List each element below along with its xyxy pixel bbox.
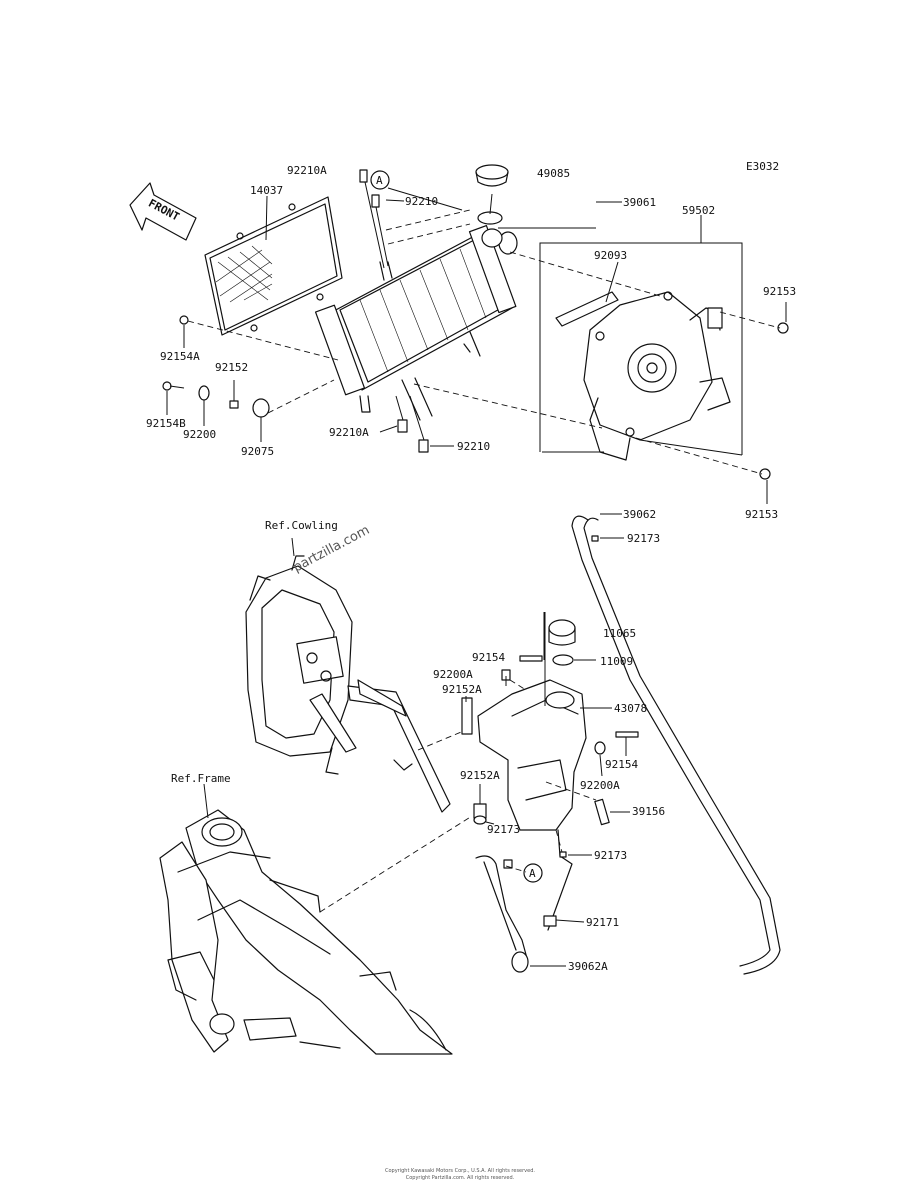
front-arrow: FRONT [129,182,197,241]
label-ref-cowling: Ref.Cowling [265,519,338,532]
footer: Copyright Kawasaki Motors Corp., U.S.A. … [250,1168,670,1182]
label-92173-top: 92173 [627,532,660,545]
radiator-guard [204,196,343,336]
frame-and-stay [159,537,473,1055]
label-92093: 92093 [594,249,627,262]
radiator-cap [475,164,509,225]
label-92210A-bot: 92210A [329,426,369,439]
label-92173-low: 92173 [594,849,627,862]
small-parts-top [162,169,789,480]
callout-a-bottom-letter: A [529,867,536,880]
part-labels: E3032 92210A 14037 92210 49085 39061 595… [146,160,796,973]
label-92171: 92171 [586,916,619,929]
callout-a-top [370,170,390,190]
label-14037: 14037 [250,184,283,197]
label-92200A-b: 92200A [580,779,620,792]
label-92173-mid: 92173 [487,823,520,836]
label-92152A-b: 92152A [460,769,500,782]
diagram-code: E3032 [746,160,779,173]
label-92153-bot: 92153 [745,508,778,521]
label-39062: 39062 [623,508,656,521]
leader-lines-top [166,187,787,504]
radiator-assembly: FRONT [129,164,789,504]
label-39156: 39156 [632,805,665,818]
label-92210-bot: 92210 [457,440,490,453]
label-49085: 49085 [537,167,570,180]
label-ref-frame: Ref.Frame [171,772,231,785]
label-39061: 39061 [623,196,656,209]
radiator-core [314,224,518,421]
label-92154-b: 92154 [605,758,638,771]
label-92200A-a: 92200A [433,668,473,681]
label-92154A: 92154A [160,350,200,363]
footer-line-1: Copyright Kawasaki Motors Corp., U.S.A. … [385,1168,535,1174]
footer-line-2: Copyright Partzilla.com. All rights rese… [405,1175,515,1181]
label-39062A: 39062A [568,960,608,973]
label-92210-top: 92210 [405,195,438,208]
fan-assembly [539,242,743,461]
reservoir-assembly [461,513,781,975]
label-92075: 92075 [241,445,274,458]
callout-a-top-letter: A [376,174,383,187]
label-92152: 92152 [215,361,248,374]
label-92152A-a: 92152A [442,683,482,696]
label-43078: 43078 [614,702,647,715]
label-59502: 59502 [682,204,715,217]
label-92210A-top: 92210A [287,164,327,177]
label-92153-top: 92153 [763,285,796,298]
label-92200: 92200 [183,428,216,441]
label-92154-a: 92154 [472,651,505,664]
label-11065: 11065 [603,627,636,640]
label-11009: 11009 [600,655,633,668]
callout-a-bottom [523,863,543,883]
label-92154B: 92154B [146,417,186,430]
